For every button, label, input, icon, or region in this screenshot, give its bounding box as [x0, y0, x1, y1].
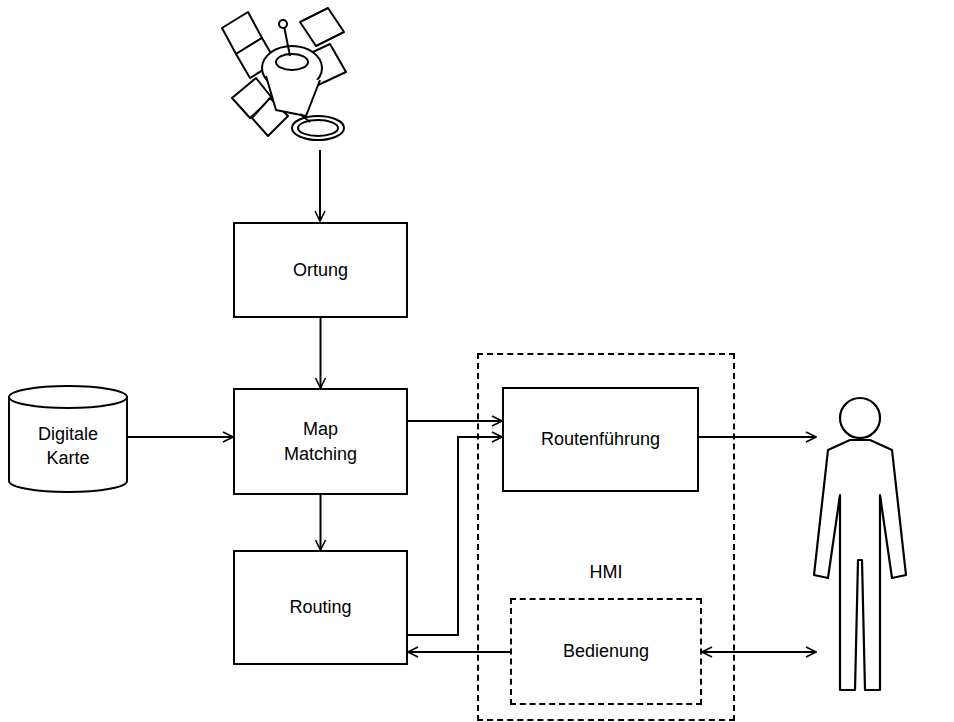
node-label: Routenführung [541, 427, 660, 451]
output-arrow [697, 436, 816, 438]
process-box: Routenführung [502, 387, 699, 492]
process-box: Map Matching [233, 388, 408, 495]
person-icon [814, 398, 906, 690]
node-label: Digitale Karte [23, 422, 113, 471]
process-box: Ortung [233, 222, 408, 318]
group-box: HMI RoutenführungBedienung [477, 353, 735, 721]
input-box: Bedienung [510, 598, 702, 705]
process-box: Routing [233, 550, 408, 665]
connector-arrow [408, 437, 502, 635]
interaction-arrow [702, 651, 816, 653]
connector-arrow [320, 318, 322, 388]
satellite-icon [222, 8, 346, 140]
connector-arrow [128, 436, 233, 438]
connector-arrow [408, 651, 510, 653]
connector-arrow [408, 420, 502, 422]
database-cylinder: Digitale Karte [8, 385, 128, 493]
node-label: Bedienung [563, 639, 649, 663]
node-label: Map Matching [271, 417, 371, 466]
connector-arrow [320, 495, 322, 550]
node-label: Routing [289, 595, 351, 619]
node-label: Ortung [293, 258, 348, 282]
signal-arrow [319, 150, 321, 221]
group-label: HMI [479, 560, 733, 584]
